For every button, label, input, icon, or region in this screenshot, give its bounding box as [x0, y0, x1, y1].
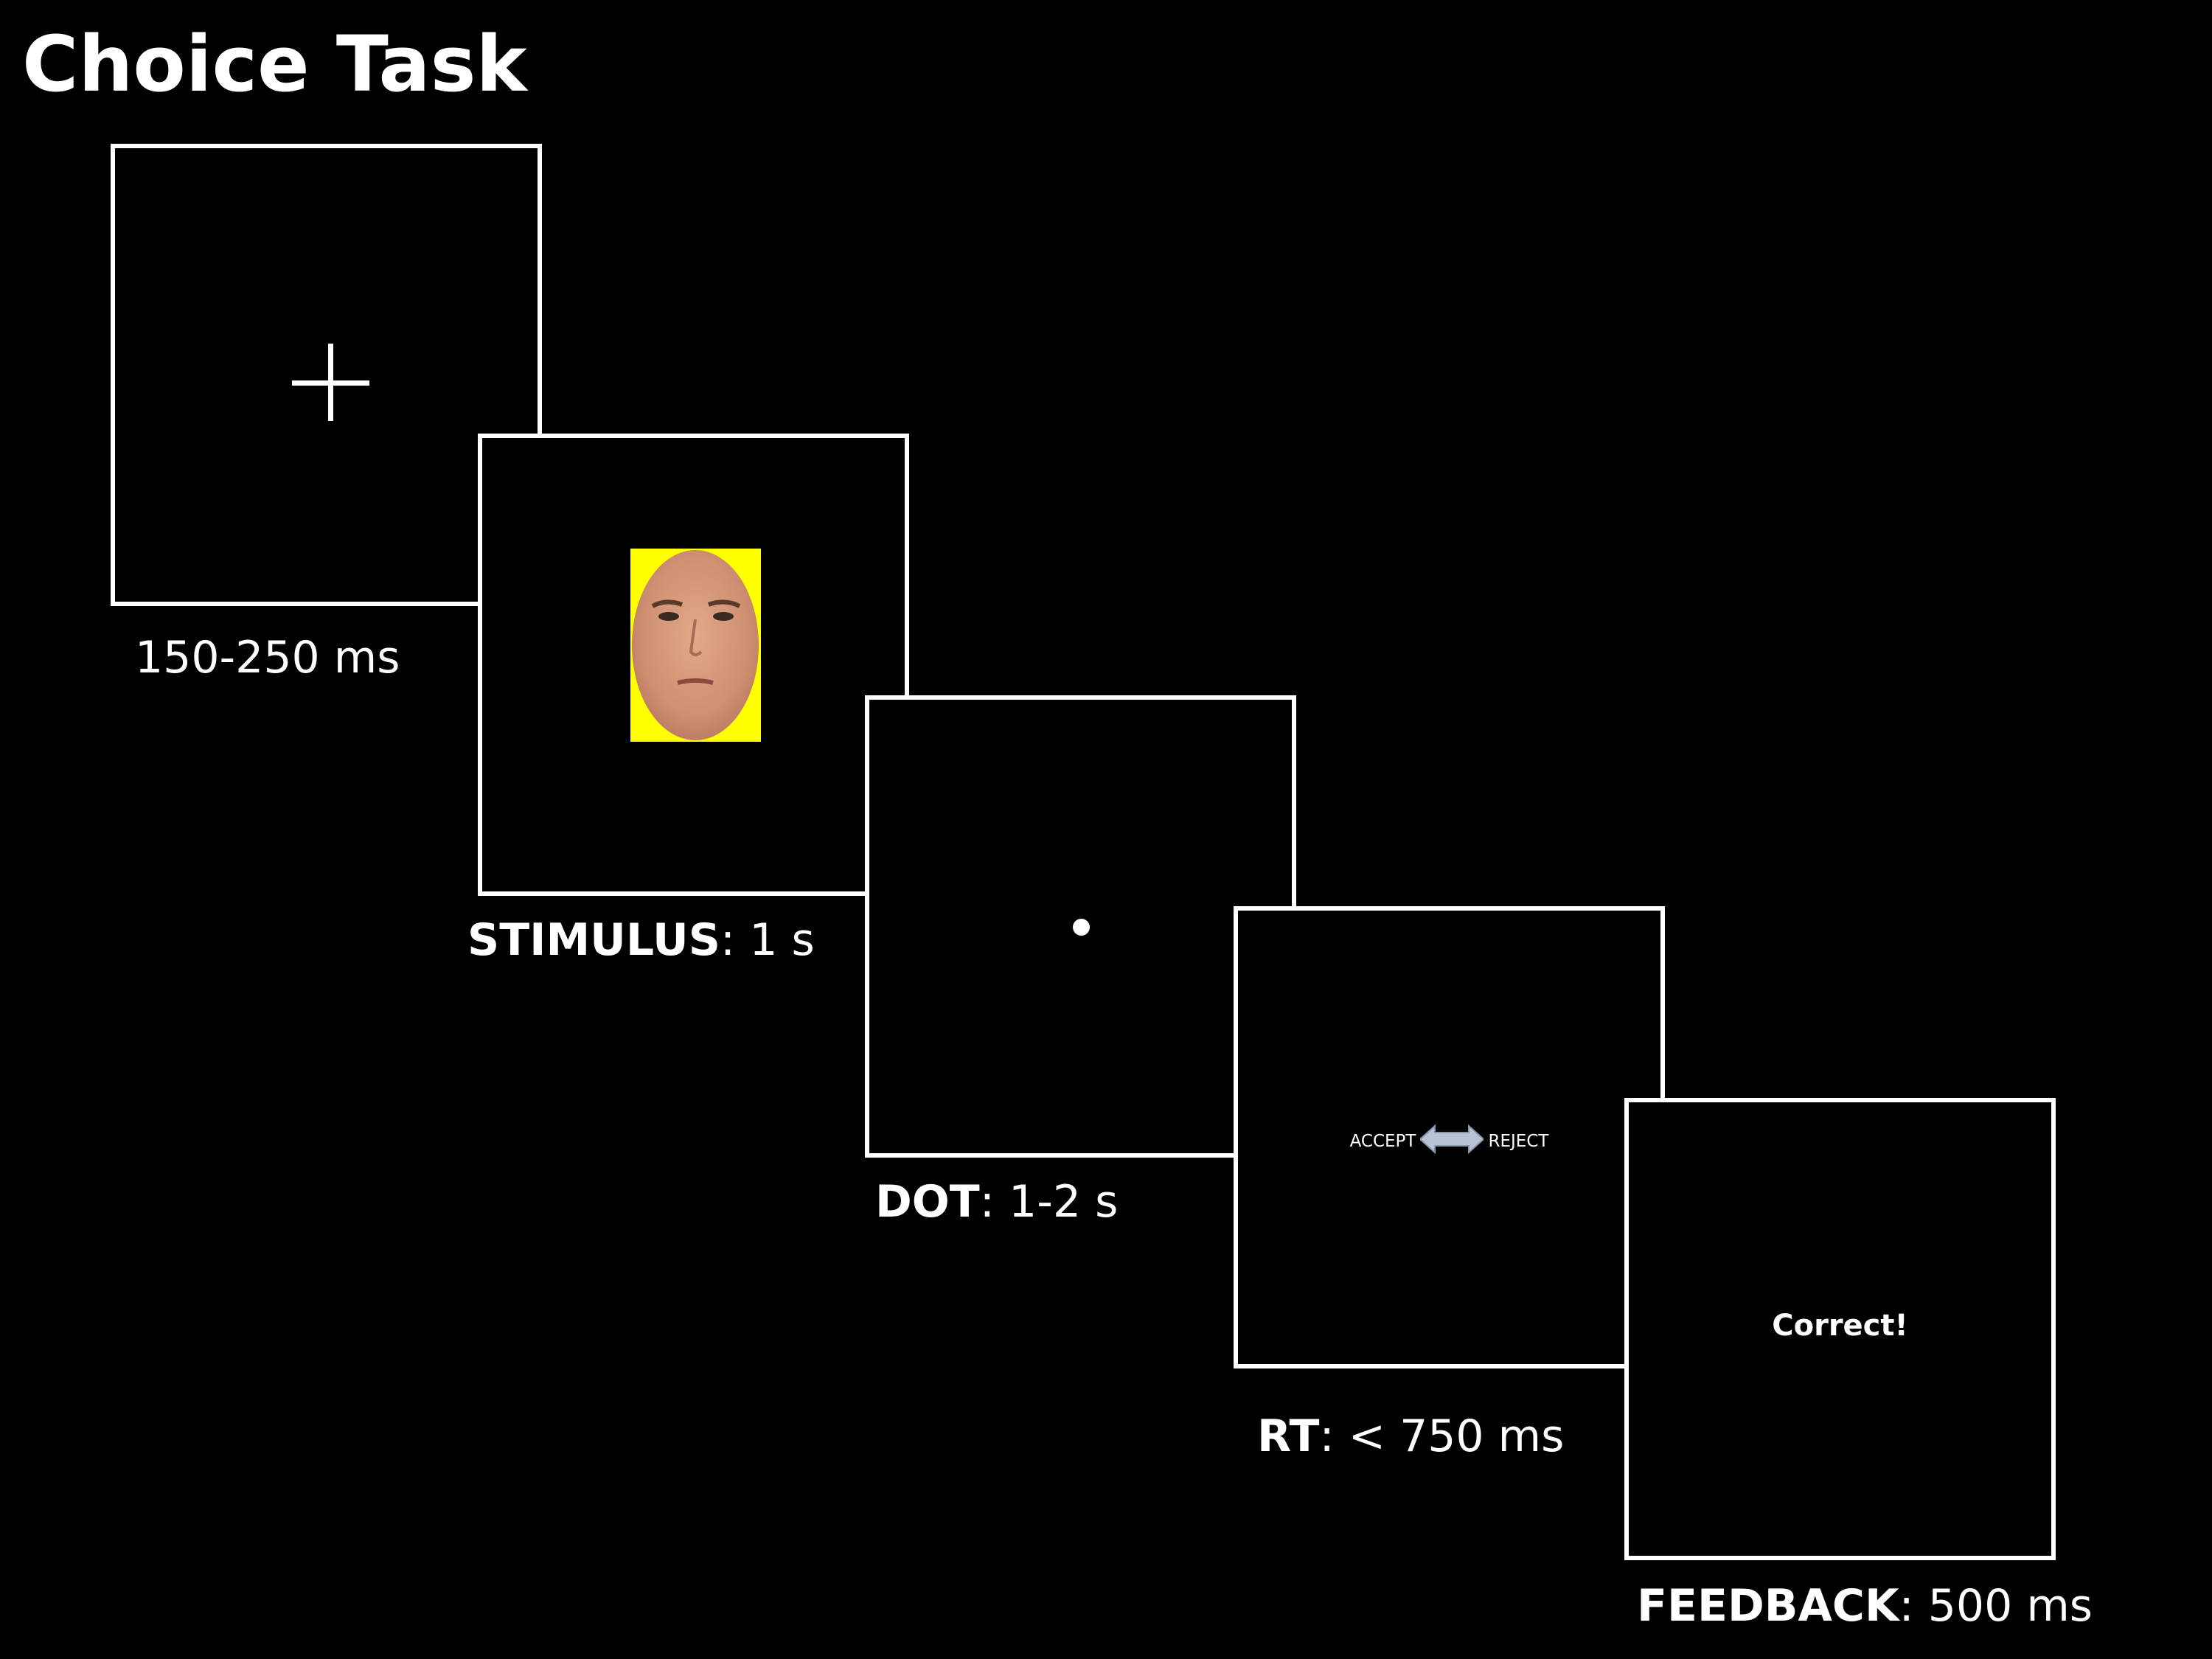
double-arrow-icon — [1419, 1124, 1485, 1158]
dot-screen — [865, 695, 1296, 1158]
response-screen: ACCEPT REJECT — [1234, 906, 1665, 1368]
fixation-screen — [111, 144, 542, 606]
feedback-screen: Correct! — [1624, 1098, 2056, 1560]
stimulus-caption: STIMULUS: 1 s — [467, 918, 815, 962]
fixation-caption: 150-250 ms — [135, 636, 400, 680]
stimulus-screen — [478, 434, 909, 896]
rt-caption: RT: < 750 ms — [1257, 1414, 1564, 1458]
rt-duration: : < 750 ms — [1319, 1411, 1565, 1462]
fixation-duration: 150-250 ms — [135, 632, 400, 684]
stimulus-duration: : 1 s — [720, 914, 815, 966]
feedback-caption-label: FEEDBACK — [1637, 1580, 1899, 1632]
face-stimulus-image — [630, 549, 761, 742]
feedback-caption: FEEDBACK: 500 ms — [1637, 1584, 2093, 1628]
center-dot — [1073, 919, 1090, 936]
accept-label: ACCEPT — [1349, 1132, 1416, 1151]
rt-caption-label: RT — [1257, 1411, 1320, 1462]
dot-duration: : 1-2 s — [979, 1176, 1119, 1228]
reject-label: REJECT — [1488, 1132, 1549, 1151]
dot-caption-label: DOT — [875, 1176, 980, 1228]
page-title: Choice Task — [22, 19, 527, 109]
fixation-cross-vertical — [328, 344, 333, 421]
feedback-duration: : 500 ms — [1899, 1580, 2093, 1632]
stimulus-caption-label: STIMULUS — [467, 914, 720, 966]
response-prompt: ACCEPT REJECT — [1238, 1124, 1660, 1158]
dot-caption: DOT: 1-2 s — [875, 1180, 1118, 1224]
feedback-text: Correct! — [1772, 1309, 1908, 1343]
